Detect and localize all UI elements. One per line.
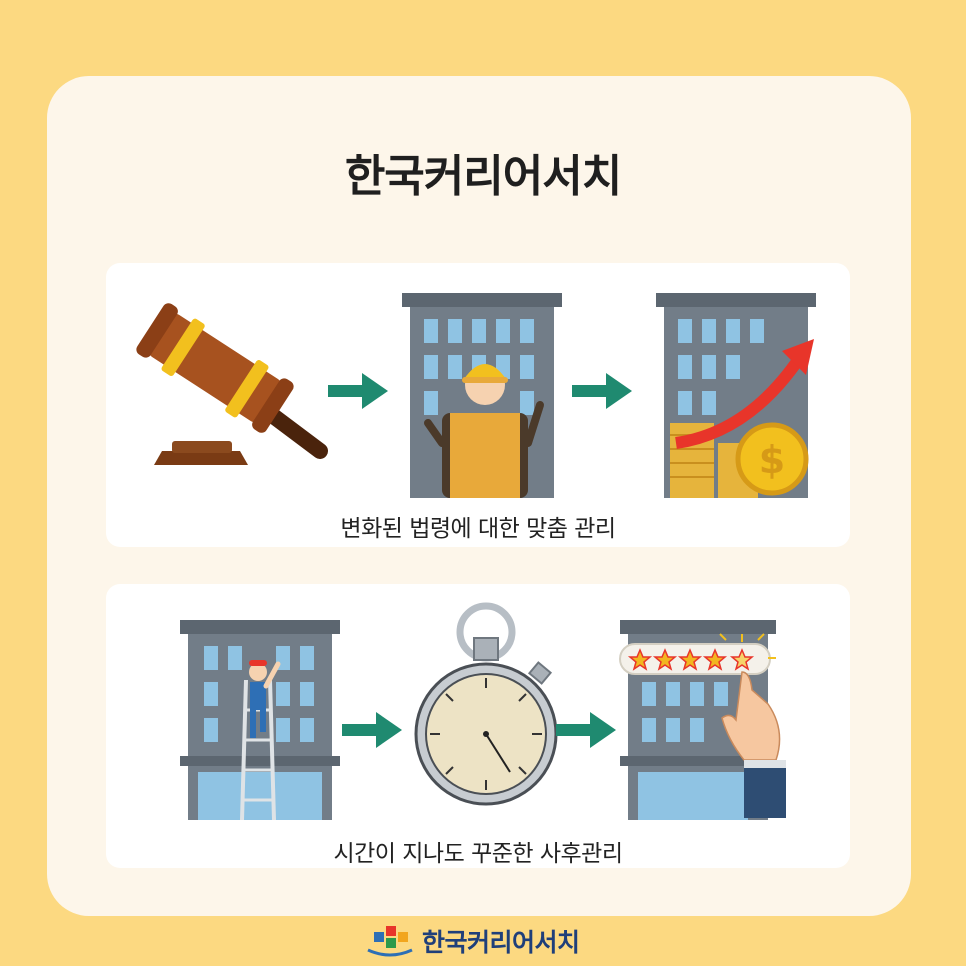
gavel-icon — [136, 303, 328, 465]
building-growth-icon: $ — [656, 293, 816, 498]
arrow-right-icon — [328, 373, 388, 409]
brand-logo-icon — [367, 926, 413, 957]
panel-caption: 변화된 법령에 대한 맞춤 관리 — [340, 516, 616, 542]
footer-brand: 한국커리어서치 — [422, 928, 580, 957]
panel-aftercare: 시간이 지나도 꾸준한 사후관리 — [106, 584, 850, 868]
stopwatch-icon — [414, 602, 558, 806]
building-worker-icon — [402, 293, 562, 498]
arrow-right-icon — [572, 373, 632, 409]
panel-caption: 시간이 지나도 꾸준한 사후관리 — [333, 841, 623, 867]
panel-law-management: $ 변화된 법령에 대한 맞춤 관리 — [106, 263, 850, 547]
building-rating-icon — [619, 620, 786, 820]
arrow-right-icon — [556, 712, 616, 748]
building-ladder-icon — [180, 620, 340, 820]
arrow-right-icon — [342, 712, 402, 748]
svg-text:$: $ — [759, 438, 785, 482]
page-title: 한국커리어서치 — [344, 151, 622, 202]
